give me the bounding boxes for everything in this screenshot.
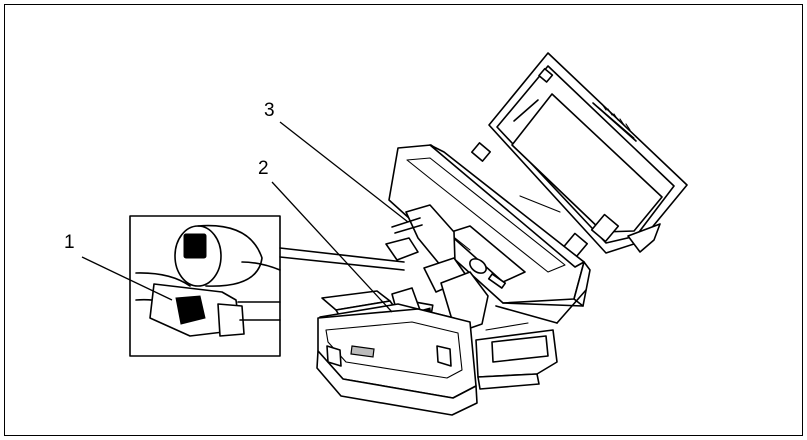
release-lever-icon xyxy=(175,295,206,325)
callout-1: 1 xyxy=(64,232,75,253)
zoom-connector-top xyxy=(279,247,405,263)
callout-2: 2 xyxy=(258,158,269,179)
detail-inset xyxy=(129,215,281,357)
leader-line-3 xyxy=(279,121,409,223)
leader-line-1 xyxy=(81,256,173,301)
leader-line-2 xyxy=(271,181,393,313)
callout-3: 3 xyxy=(264,100,275,121)
printer-upper-body xyxy=(388,144,591,307)
printer-base xyxy=(316,289,587,416)
zoom-connector-bottom xyxy=(279,256,405,271)
